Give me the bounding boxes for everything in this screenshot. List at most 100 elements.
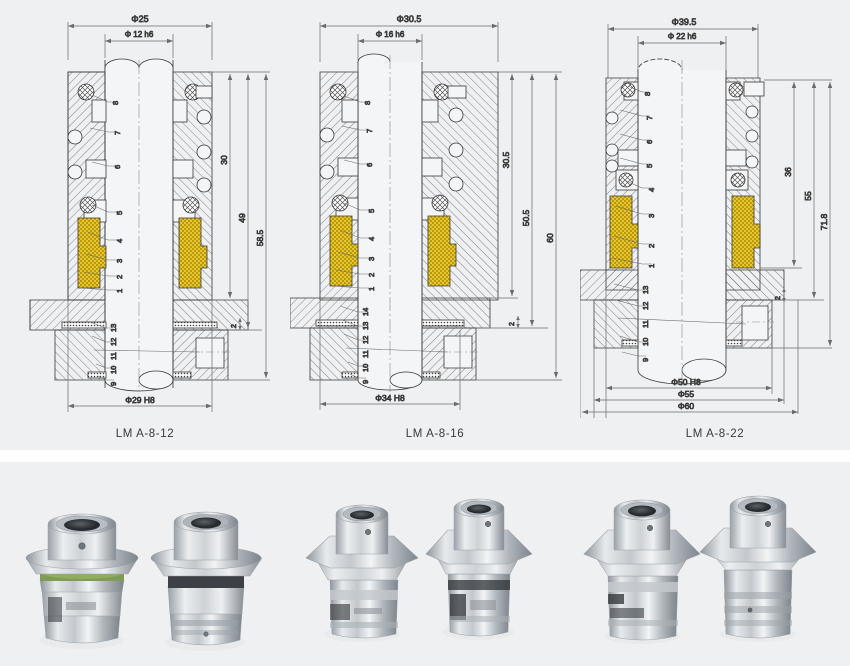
dim-right-3: 58.5 xyxy=(255,229,265,246)
svg-text:5: 5 xyxy=(115,211,124,215)
dim-shaft-diameter: Φ 16 h6 xyxy=(376,30,405,39)
drawing-lm-a-8-12: Φ25 Φ 12 h6 xyxy=(0,0,290,450)
svg-text:3: 3 xyxy=(115,259,124,263)
svg-text:9: 9 xyxy=(641,358,650,362)
svg-text:7: 7 xyxy=(113,131,122,135)
svg-text:9: 9 xyxy=(361,380,370,384)
shaft xyxy=(104,58,174,392)
dim-bottom-2: Φ55 xyxy=(678,389,695,399)
drawings-panel: Φ25 Φ 12 h6 xyxy=(0,0,850,450)
svg-text:8: 8 xyxy=(111,101,120,105)
svg-text:12: 12 xyxy=(361,336,370,344)
dim-right-3: 60 xyxy=(545,233,555,243)
svg-text:10: 10 xyxy=(361,364,370,372)
right-dimensions xyxy=(476,71,562,381)
drawing-caption-2: LM A-8-16 xyxy=(405,428,465,440)
svg-text:2: 2 xyxy=(647,244,656,248)
bottom-dimensions xyxy=(580,290,799,418)
callouts-upper xyxy=(611,85,652,265)
dim-right-2: 49 xyxy=(237,213,247,223)
dim-right-1: 36 xyxy=(783,167,793,177)
svg-text:6: 6 xyxy=(113,165,122,169)
svg-text:7: 7 xyxy=(645,116,654,120)
svg-text:2: 2 xyxy=(115,275,124,279)
shaft xyxy=(637,58,727,386)
top-dimensions xyxy=(67,22,213,60)
svg-text:13: 13 xyxy=(361,322,370,330)
svg-text:5: 5 xyxy=(367,209,376,213)
seal-12-front xyxy=(25,513,139,649)
svg-text:6: 6 xyxy=(365,163,374,167)
svg-text:13: 13 xyxy=(109,324,118,332)
svg-text:4: 4 xyxy=(115,239,124,243)
svg-text:12: 12 xyxy=(641,302,650,310)
photo-group-1 xyxy=(0,462,290,666)
svg-text:1: 1 xyxy=(647,264,656,268)
seal-22-front xyxy=(583,499,701,644)
svg-text:4: 4 xyxy=(647,188,656,192)
bottom-dimension xyxy=(67,300,213,412)
seal-12-back xyxy=(150,511,263,651)
brass-spring-right xyxy=(427,215,457,287)
svg-text:3: 3 xyxy=(367,257,376,261)
dim-right-2: 55 xyxy=(803,191,813,201)
svg-text:1: 1 xyxy=(367,287,376,291)
svg-text:8: 8 xyxy=(363,101,372,105)
top-dimensions xyxy=(319,22,499,62)
seal-22-back xyxy=(699,495,817,642)
callouts-upper xyxy=(333,95,372,289)
dim-outer-diameter: Φ25 xyxy=(131,14,148,24)
seal-16-front xyxy=(305,504,419,642)
set-screw xyxy=(78,542,86,550)
callouts-upper xyxy=(81,94,120,291)
dim-right-1: 30.5 xyxy=(501,151,511,168)
right-dimensions xyxy=(212,71,270,381)
seal-body-left xyxy=(580,77,639,349)
dim-shaft-diameter: Φ 12 h6 xyxy=(125,30,154,39)
callout-labels-lower: 13 12 11 10 9 xyxy=(109,323,119,386)
dim-shaft-diameter: Φ 22 h6 xyxy=(668,32,697,41)
svg-text:9: 9 xyxy=(109,382,118,386)
dim-bottom-1: Φ34 H8 xyxy=(375,393,405,403)
dim-small-2: 2 xyxy=(775,296,782,300)
dim-small-2: 2 xyxy=(509,322,516,326)
brass-spring-right xyxy=(731,195,761,269)
svg-text:8: 8 xyxy=(643,92,652,96)
drawing-lm-a-8-22: Φ39.5 Φ 22 h6 xyxy=(580,0,850,450)
seal-body-right xyxy=(725,77,785,349)
svg-text:2: 2 xyxy=(367,273,376,277)
svg-text:4: 4 xyxy=(367,237,376,241)
svg-text:10: 10 xyxy=(109,366,118,374)
svg-text:11: 11 xyxy=(641,320,650,328)
svg-text:13: 13 xyxy=(641,286,650,294)
seal-16-back xyxy=(425,498,533,640)
dim-outer-diameter: Φ30.5 xyxy=(397,14,422,24)
drawing-caption-1: LM A-8-12 xyxy=(115,428,175,440)
svg-text:11: 11 xyxy=(361,350,370,358)
callouts-lower xyxy=(89,321,201,381)
callout-labels-upper: 8 7 6 5 4 3 2 1 xyxy=(111,100,125,293)
drawing-lm-a-8-16: Φ30.5 Φ 16 h6 xyxy=(290,0,580,450)
seal-body-left xyxy=(290,71,359,381)
photo-group-2 xyxy=(290,462,570,666)
bottom-dimension xyxy=(319,300,461,410)
dim-bottom-1: Φ29 H8 xyxy=(125,395,155,405)
callouts-lower xyxy=(339,305,449,379)
seal-body-right xyxy=(172,71,249,381)
oring-black xyxy=(168,574,244,588)
oring-black xyxy=(448,580,510,590)
svg-text:7: 7 xyxy=(365,129,374,133)
dim-right-2: 50.5 xyxy=(521,209,531,226)
callouts-lower xyxy=(613,283,747,357)
set-screw xyxy=(364,528,372,536)
dim-right-3: 71.8 xyxy=(819,213,829,230)
svg-text:3: 3 xyxy=(647,214,656,218)
seal-body-right xyxy=(421,71,499,381)
dim-bottom-3: Φ60 xyxy=(678,401,695,411)
dim-right-1: 30 xyxy=(219,155,229,165)
svg-text:12: 12 xyxy=(109,338,118,346)
section-divider xyxy=(0,450,850,462)
svg-text:14: 14 xyxy=(361,308,370,316)
dim-bottom-1: Φ50 H8 xyxy=(671,377,701,387)
